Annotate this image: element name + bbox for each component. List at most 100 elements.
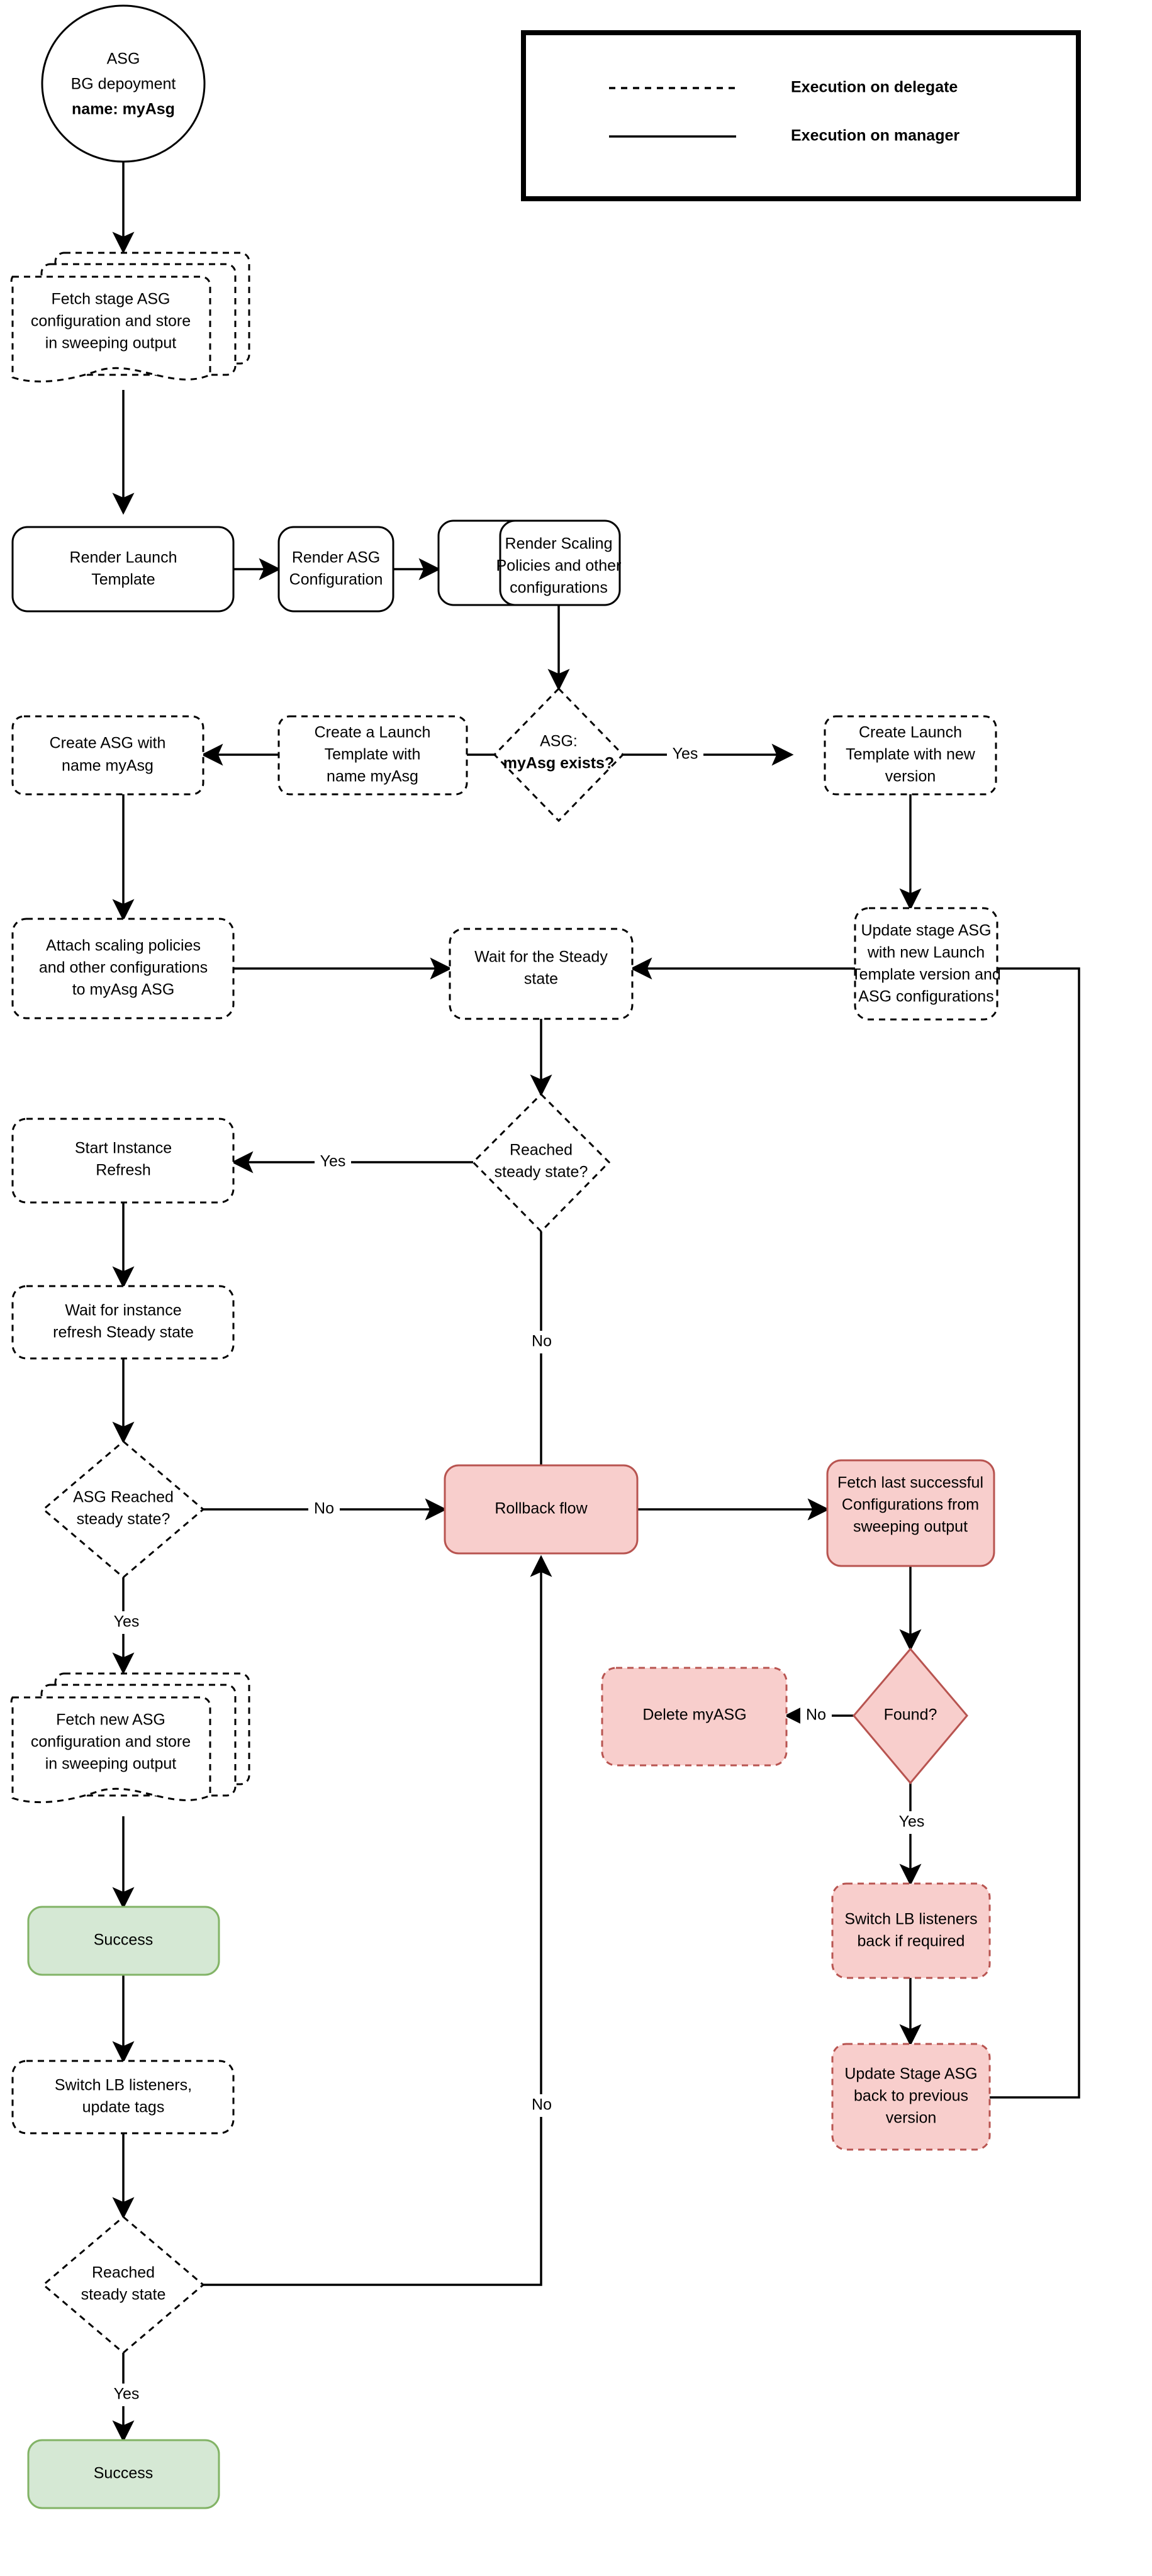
asg-exists-line-2: myAsg exists? [503, 755, 614, 772]
render-scaling-box-outline[interactable] [499, 519, 621, 606]
node-wait-steady-state[interactable]: Wait for the Steady state [449, 928, 634, 1020]
attach-line-2: and other configurations [39, 959, 208, 977]
node-attach-scaling-policies[interactable]: Attach scaling policies and other config… [11, 918, 235, 1019]
node-success-1[interactable]: Success [27, 1906, 220, 1976]
render-asg-line-1: Render ASG [292, 549, 380, 567]
update-stage-back-line-3: version [886, 2109, 937, 2127]
update-stage-back-line-1: Update Stage ASG [844, 2065, 977, 2083]
reached-steady-1-line-1: Reached [510, 1141, 573, 1159]
node-delete-myasg[interactable]: Delete myASG [601, 1667, 788, 1767]
legend-label-delegate: Execution on delegate [791, 79, 958, 96]
success-1-label: Success [94, 1931, 153, 1949]
fetch-new-doc-front[interactable] [10, 1696, 211, 1804]
node-switch-lb-back[interactable]: Switch LB listeners back if required [831, 1882, 991, 1979]
fetch-last-successful-box[interactable] [826, 1459, 995, 1567]
wait-steady-box[interactable] [449, 928, 634, 1020]
node-render-launch-template[interactable]: Render Launch Template [11, 526, 235, 613]
node-update-stage-asg[interactable]: Update stage ASG with new Launch Templat… [851, 907, 1001, 1021]
edge-label-no-reached-steady-2: No [532, 2096, 552, 2114]
node-asg-reached-steady-state[interactable]: ASG Reached steady state? [42, 1440, 205, 1579]
update-stage-asg-box[interactable] [854, 907, 998, 1021]
render-scaling-text-2: Policies and other [496, 557, 622, 575]
delete-myasg-box[interactable] [601, 1667, 788, 1767]
legend-label-manager: Execution on manager [791, 127, 959, 145]
create-lt-new-line-2: Template with new [846, 746, 976, 763]
attach-line-3: to myAsg ASG [72, 981, 175, 999]
node-found-decision[interactable]: Found? [853, 1647, 968, 1785]
render-launch-line-2: Template [91, 571, 155, 589]
reached-steady-1-diamond[interactable] [471, 1092, 611, 1233]
create-asg-myasg-box[interactable] [11, 715, 204, 796]
asg-exists-diamond[interactable] [493, 687, 625, 823]
success-2-box[interactable] [27, 2439, 220, 2509]
node-render-asg-configuration[interactable]: Render ASG Configuration [277, 526, 394, 613]
create-lt-new-line-3: version [885, 768, 936, 786]
node-reached-steady-state-1[interactable]: Reached steady state? [471, 1092, 611, 1233]
legend-box [521, 30, 1081, 201]
edge-label-yes-instance-refresh: Yes [320, 1153, 346, 1170]
node-rollback-flow[interactable]: Rollback flow [444, 1464, 639, 1555]
node-create-lt-myasg[interactable]: Create a Launch Template with name myAsg [277, 715, 468, 796]
node-reached-steady-state-2[interactable]: Reached steady state [42, 2216, 205, 2354]
rollback-flow-box[interactable] [444, 1464, 639, 1555]
node-start-instance-refresh[interactable]: Start Instance Refresh [11, 1118, 235, 1204]
wait-refresh-line-1: Wait for instance [65, 1302, 181, 1319]
reached-steady-2-diamond[interactable] [42, 2216, 205, 2354]
node-fetch-stage-asg[interactable]: Fetch stage ASG configuration and store … [10, 252, 250, 383]
create-lt-myasg-line-1: Create a Launch [315, 724, 431, 741]
node-create-lt-new-version[interactable]: Create Launch Template with new version [824, 715, 997, 796]
success-1-box[interactable] [27, 1906, 220, 1976]
update-stage-back-box[interactable] [831, 2043, 991, 2151]
start-ellipse[interactable] [41, 4, 206, 163]
found-diamond[interactable] [853, 1647, 968, 1785]
render-launch-line-1: Render Launch [70, 549, 177, 567]
start-line-2: BG depoyment [71, 75, 176, 93]
node-wait-instance-refresh[interactable]: Wait for instance refresh Steady state [11, 1285, 235, 1360]
wait-steady-line-2: state [524, 970, 558, 988]
node-switch-lb-tags[interactable]: Switch LB listeners, update tags [11, 2060, 235, 2135]
wait-instance-refresh-box[interactable] [11, 1285, 235, 1360]
create-lt-myasg-box[interactable] [277, 715, 468, 796]
node-fetch-last-successful[interactable]: Fetch last successful Configurations fro… [826, 1459, 995, 1567]
fetch-stage-line-1: Fetch stage ASG [52, 291, 171, 308]
start-instance-refresh-box[interactable] [11, 1118, 235, 1204]
asg-reached-steady-diamond[interactable] [42, 1440, 205, 1579]
edge-reached-2-no-to-rollback [203, 1555, 552, 2286]
render-launch-template-box[interactable] [11, 526, 235, 613]
node-asg-exists-decision[interactable]: ASG: myAsg exists? [493, 687, 625, 823]
wait-refresh-line-2: refresh Steady state [53, 1324, 194, 1341]
switch-lb-back-line-2: back if required [858, 1933, 965, 1950]
edge-update-back-to-update-stage-loop [924, 957, 1080, 2099]
attach-policies-box[interactable] [11, 918, 235, 1019]
start-refresh-line-1: Start Instance [75, 1140, 172, 1157]
rollback-flow-label: Rollback flow [495, 1500, 588, 1518]
update-stage-line-3: Template version and [851, 966, 1001, 984]
node-start[interactable]: ASG BG depoyment name: myAsg [41, 4, 206, 163]
delete-myasg-label: Delete myASG [642, 1706, 746, 1724]
start-line-3: name: myAsg [72, 101, 175, 118]
switch-lb-back-box[interactable] [831, 1882, 991, 1979]
node-update-stage-back[interactable]: Update Stage ASG back to previous versio… [831, 2043, 991, 2151]
reached-steady-2-line-2: steady state [81, 2286, 166, 2304]
switch-lb-tags-line-1: Switch LB listeners, [55, 2077, 192, 2094]
success-2-label: Success [94, 2465, 153, 2482]
node-fetch-new-asg[interactable]: Fetch new ASG configuration and store in… [10, 1672, 250, 1804]
fetch-new-line-3: in sweeping output [45, 1755, 177, 1773]
switch-lb-tags-box[interactable] [11, 2060, 235, 2135]
create-lt-new-box[interactable] [824, 715, 997, 796]
node-render-scaling-policies[interactable]: Render Scaling Policies and other config… [437, 519, 622, 606]
update-stage-line-1: Update stage ASG [861, 922, 991, 940]
start-refresh-line-2: Refresh [96, 1162, 151, 1179]
render-asg-config-box[interactable] [277, 526, 394, 613]
edge-label-no-found: No [806, 1706, 826, 1724]
edge-label-yes-asg-reached: Yes [114, 1613, 140, 1631]
wait-steady-line-1: Wait for the Steady [474, 948, 608, 966]
fetch-last-line-3: sweeping output [853, 1518, 968, 1536]
create-lt-myasg-line-3: name myAsg [327, 768, 418, 786]
node-success-2[interactable]: Success [27, 2439, 220, 2509]
node-create-asg-myasg[interactable]: Create ASG with name myAsg [11, 715, 204, 796]
fetch-stage-doc-front[interactable] [10, 275, 211, 383]
asg-exists-line-1: ASG: [540, 733, 578, 750]
